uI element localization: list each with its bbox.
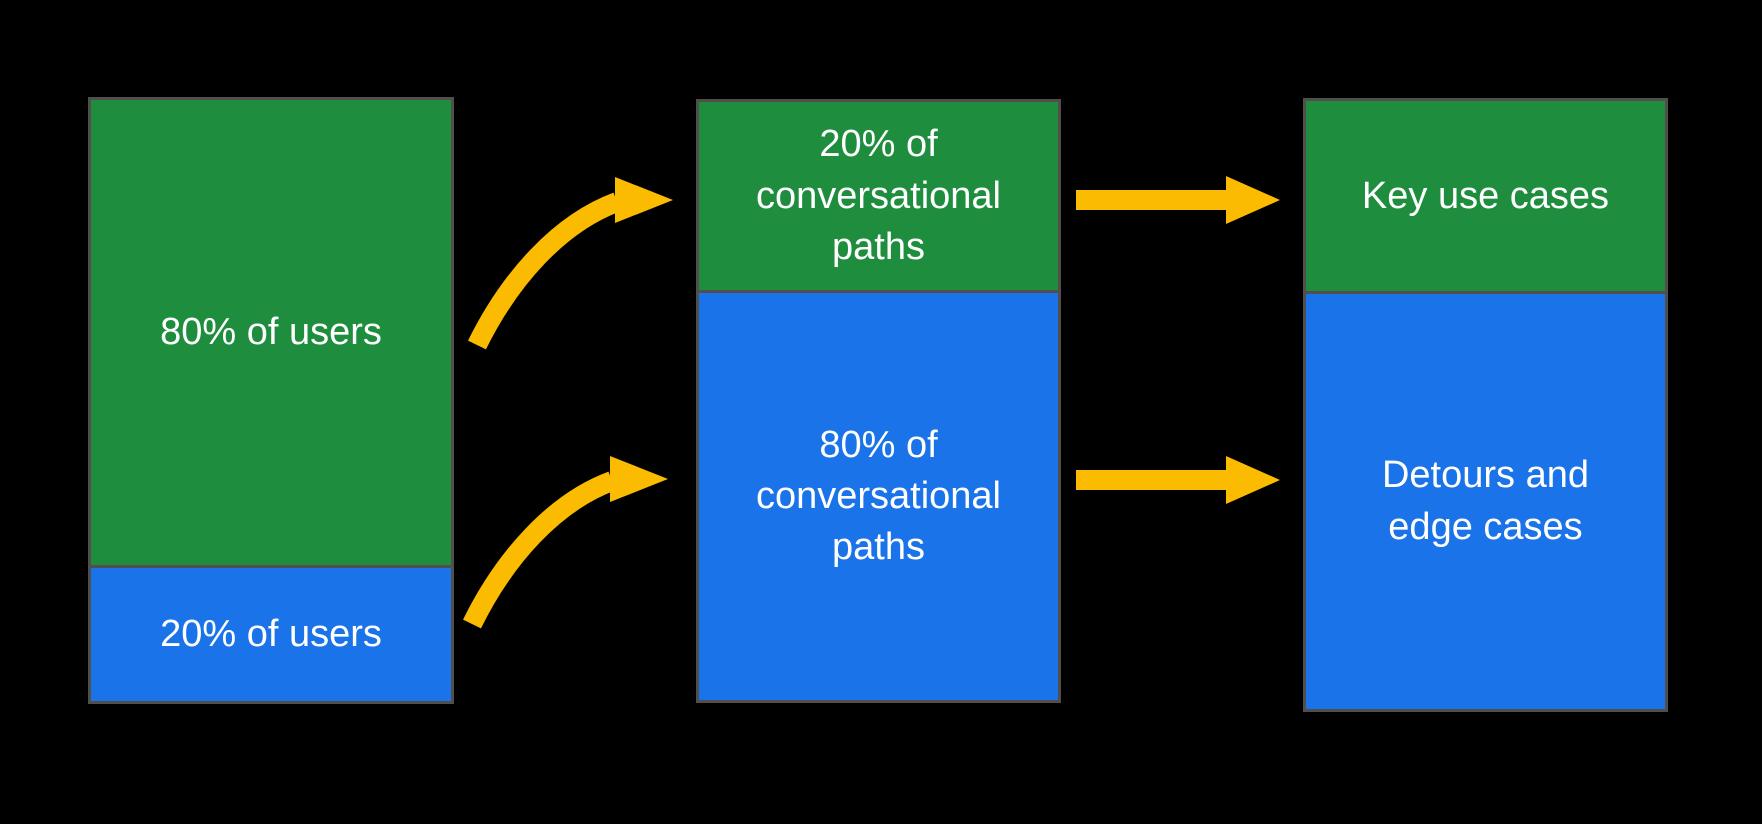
users-column: 80% of users 20% of users bbox=[88, 97, 454, 704]
key-use-cases-label: Key use cases bbox=[1361, 174, 1610, 217]
paths-minority-label: 20% of conversational paths bbox=[755, 123, 1002, 268]
straight-arrow-top-icon bbox=[1076, 176, 1280, 224]
outcomes-column: Key use cases Detours and edge cases bbox=[1303, 98, 1668, 712]
paths-minority-segment: 20% of conversational paths bbox=[699, 102, 1058, 291]
paths-majority-label: 80% of conversational paths bbox=[755, 423, 1002, 569]
paths-majority-segment: 80% of conversational paths bbox=[699, 290, 1058, 700]
curved-arrow-bottom-icon bbox=[463, 456, 668, 629]
detours-edge-cases-segment: Detours and edge cases bbox=[1306, 291, 1665, 709]
users-majority-label: 80% of users bbox=[160, 310, 382, 353]
detours-edge-cases-label: Detours and edge cases bbox=[1381, 454, 1589, 548]
key-use-cases-segment: Key use cases bbox=[1306, 101, 1665, 292]
users-minority-segment: 20% of users bbox=[91, 565, 451, 701]
users-minority-label: 20% of users bbox=[160, 612, 382, 655]
paths-column: 20% of conversational paths 80% of conve… bbox=[696, 99, 1061, 703]
users-majority-segment: 80% of users bbox=[91, 100, 451, 566]
curved-arrow-top-icon bbox=[468, 177, 673, 350]
straight-arrow-bottom-icon bbox=[1076, 456, 1280, 504]
